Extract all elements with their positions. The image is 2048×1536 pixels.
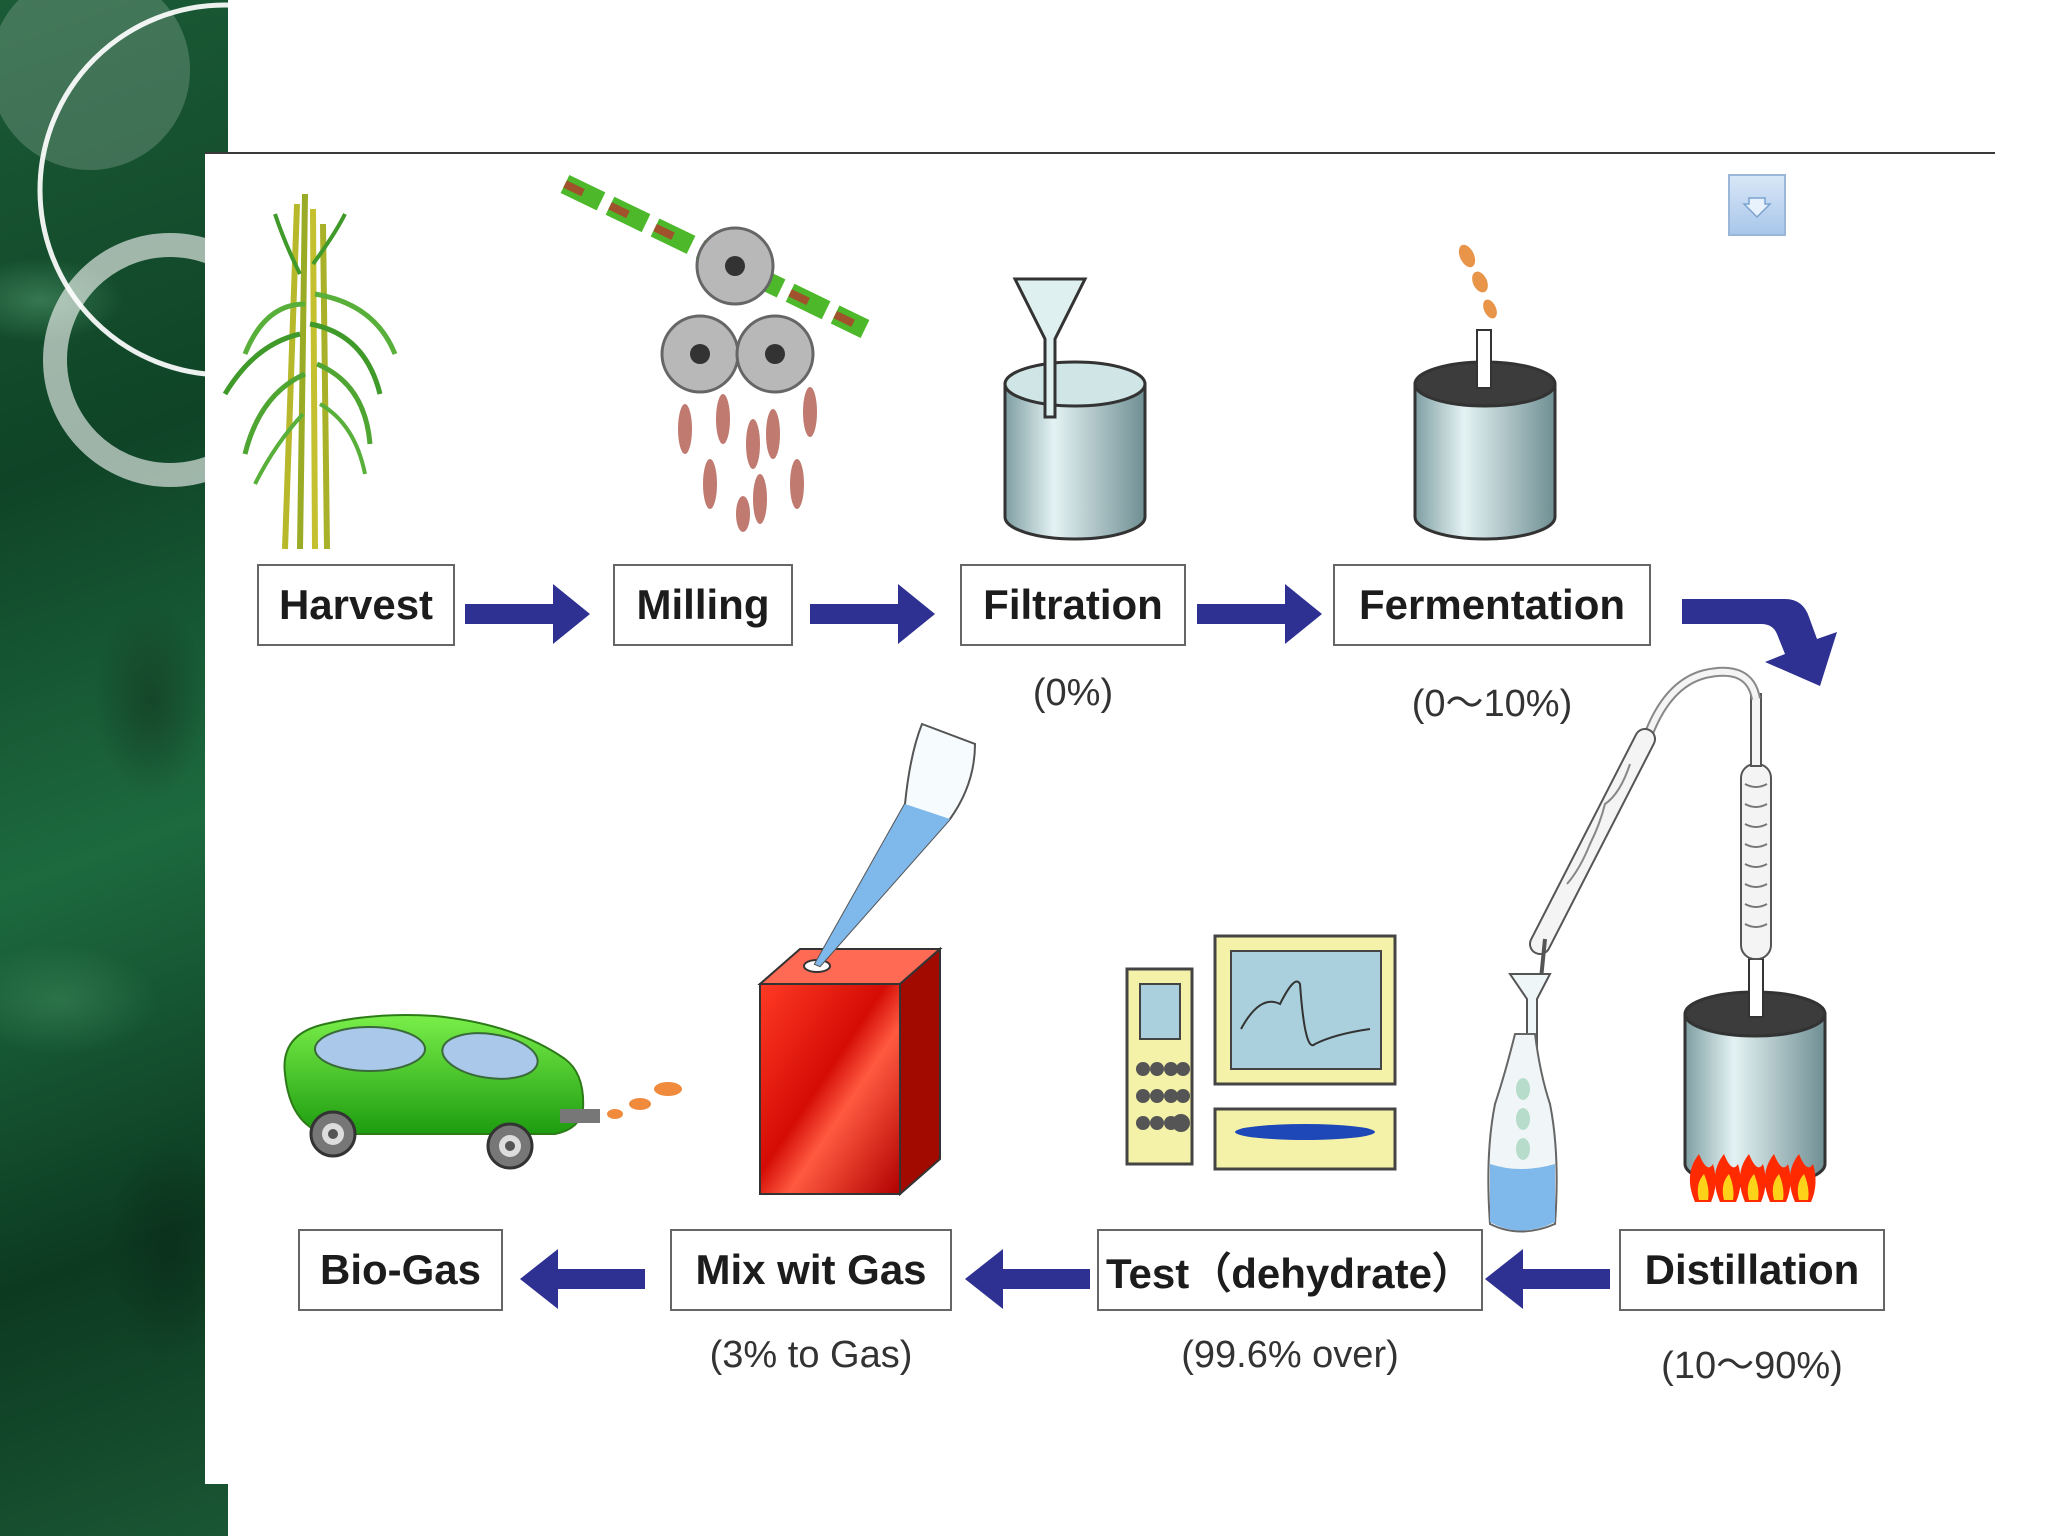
- arrow-milling-filtration: [810, 584, 935, 644]
- decorative-rings: [0, 0, 230, 487]
- car-icon: [283, 1014, 682, 1170]
- step-biogas-label: Bio-Gas: [298, 1229, 503, 1311]
- step-filtration-label: Filtration: [960, 564, 1186, 646]
- step-mix-label: Mix wit Gas: [670, 1229, 952, 1311]
- step-distillation-percent: (10～90%): [1661, 1345, 1843, 1387]
- filter-tank-icon: [1003, 277, 1147, 541]
- flow-arrows-bottom: [520, 1249, 1610, 1309]
- flow-arrows-top: [465, 584, 1837, 686]
- fuel-box-icon: [757, 722, 977, 1197]
- arrow-filtration-fermentation: [1197, 584, 1322, 644]
- analyzer-computer-icon: [1125, 934, 1397, 1171]
- down-arrow-icon: [1742, 197, 1772, 219]
- ring-fill: [0, 0, 190, 170]
- step-test-percent: (99.6% over): [1181, 1334, 1399, 1376]
- arrow-curved-down: [1682, 599, 1837, 686]
- corner-dropdown-button[interactable]: [1728, 174, 1786, 236]
- title-rule: [205, 152, 1995, 154]
- arrow-harvest-milling: [465, 584, 590, 644]
- sidebar-decoration: [0, 0, 230, 1536]
- sugarcane-icon: [222, 193, 398, 550]
- mill-rollers-icon: [560, 174, 870, 532]
- arrow-distillation-test: [1485, 1249, 1610, 1309]
- step-distillation-label: Distillation: [1619, 1229, 1885, 1311]
- distillation-apparatus-icon: [1487, 666, 1827, 1233]
- ring-thick: [43, 233, 230, 487]
- flame-icon: [1689, 1154, 1816, 1202]
- diagram-area: Harvest Milling Filtration Fermentation …: [205, 154, 1995, 1484]
- step-filtration-percent: (0%): [1032, 672, 1114, 714]
- fermentation-tank-icon: [1413, 244, 1557, 541]
- step-mix-percent: (3% to Gas): [709, 1334, 913, 1376]
- step-fermentation-label: Fermentation: [1333, 564, 1651, 646]
- step-test-label: Test（dehydrate）: [1097, 1229, 1483, 1311]
- arrow-mix-biogas: [520, 1249, 645, 1309]
- step-harvest-label: Harvest: [257, 564, 455, 646]
- process-diagram: [222, 174, 1837, 1309]
- step-milling-label: Milling: [613, 564, 793, 646]
- step-fermentation-percent: (0～10%): [1411, 683, 1573, 725]
- arrow-test-mix: [965, 1249, 1090, 1309]
